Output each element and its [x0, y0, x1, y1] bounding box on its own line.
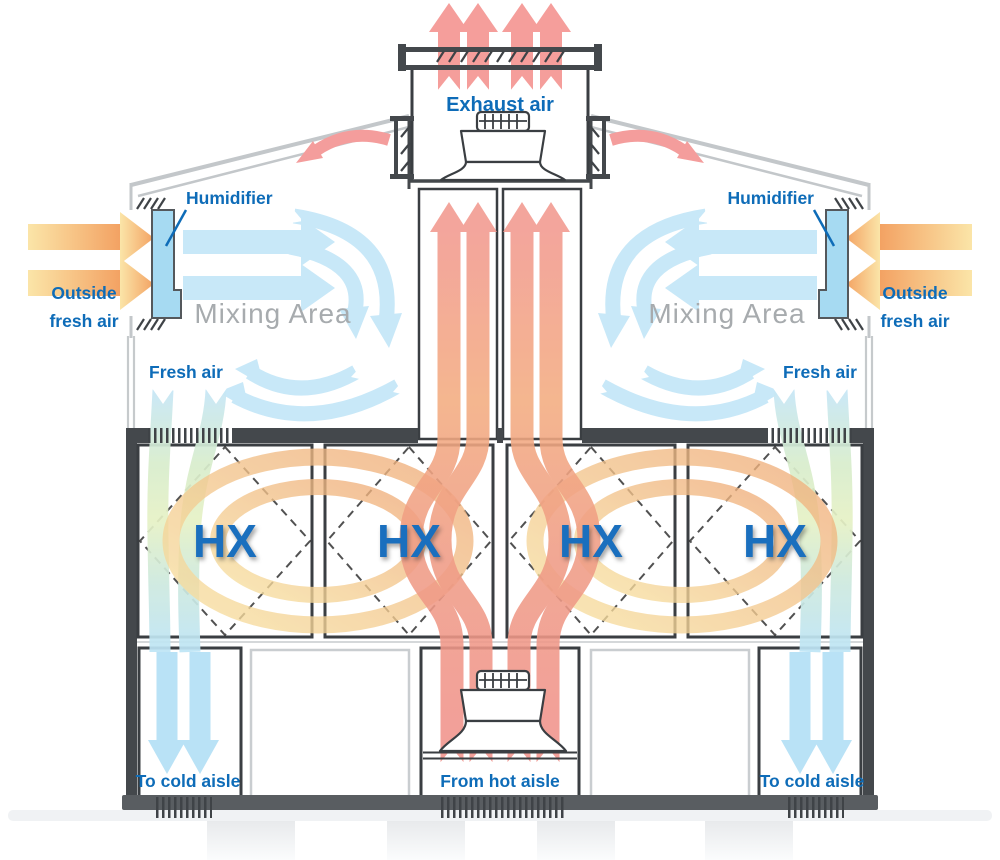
roof-vent [398, 44, 602, 71]
plinth-strip [8, 810, 992, 821]
floor-bar [122, 795, 878, 810]
hx-label-4: HX [743, 515, 807, 567]
hx-label-3: HX [559, 515, 623, 567]
hx-label-1: HX [193, 515, 257, 567]
hot-ribbon-arrowheads [430, 202, 570, 232]
to-cold-aisle-label-left: To cold aisle [136, 771, 241, 791]
over-structure [148, 44, 852, 818]
outside-fresh-air-right-line1: Outside [882, 283, 947, 303]
hot-aisle-fan [423, 669, 577, 760]
exhaust-arrow-tails [437, 76, 563, 91]
humidifier-label-left: Humidifier [186, 188, 273, 208]
vent-louver-hatches [436, 50, 565, 63]
exhaust-air-label: Exhaust air [446, 94, 554, 116]
hot-air-ribbons [399, 202, 601, 764]
roof-red-arrow-left [296, 129, 391, 163]
hx-ceiling-band [126, 428, 874, 443]
mixing-area-label-right: Mixing Area [648, 298, 805, 329]
hot-ribbon-tails [439, 748, 561, 764]
outside-fresh-air-right-line2: fresh air [880, 311, 949, 331]
plenum-box-right [589, 648, 751, 799]
from-hot-aisle-label: From hot aisle [440, 771, 560, 791]
humidifier-label-right: Humidifier [727, 188, 814, 208]
fan-grille [479, 673, 527, 688]
exhaust-roof-arrows [429, 3, 571, 91]
tower-louver-left [390, 116, 414, 179]
exhaust-fan [439, 110, 567, 182]
labels-layer: Exhaust air Humidifier Humidifier Outsid… [49, 94, 949, 791]
fresh-air-label-right: Fresh air [783, 362, 857, 382]
plenum-box-left [249, 648, 411, 799]
humidifier-leader-line [164, 209, 188, 247]
mixing-wall-right [864, 334, 874, 430]
cold-aisle-arrows [148, 652, 219, 774]
outside-air-arrows-left [28, 212, 154, 310]
outer-wall-right [863, 428, 874, 797]
humidifier-unit-left [151, 209, 188, 319]
hx-label-2: HX [377, 515, 441, 567]
outside-fresh-air-left-line2: fresh air [49, 311, 118, 331]
outer-wall-left [126, 428, 137, 797]
outside-fresh-air-left-line1: Outside [51, 283, 116, 303]
mixing-area-label-left: Mixing Area [194, 298, 351, 329]
mixing-wall-left [126, 336, 136, 428]
fresh-ribbon-tails [152, 388, 227, 404]
fan-grille [479, 114, 527, 129]
humidified-air-arrows-left [183, 218, 335, 312]
hot-box-divider-lines [423, 751, 577, 760]
humidifier-unit-right [812, 208, 850, 320]
support-pillars [207, 821, 793, 860]
fresh-air-label-left: Fresh air [149, 362, 223, 382]
wall-vent-hatches-left [136, 197, 166, 331]
to-cold-aisle-label-right: To cold aisle [760, 771, 865, 791]
